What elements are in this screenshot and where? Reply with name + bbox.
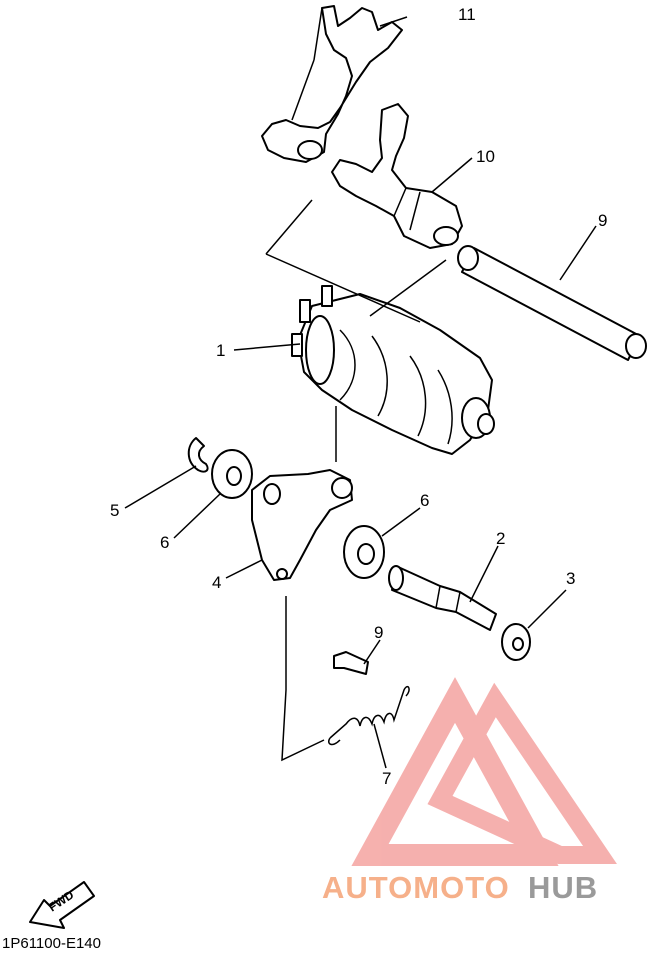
shift-fork-10	[331, 103, 463, 249]
callout-5: 5	[110, 501, 119, 520]
washer-3	[501, 623, 531, 661]
spring-7	[328, 685, 410, 746]
callout-8: 9	[374, 623, 383, 642]
callout-7: 7	[382, 769, 391, 788]
watermark-text-1: AUTOMOTO	[322, 870, 510, 905]
diagram-code: 1P61100-E140	[2, 935, 101, 952]
watermark-logo-icon	[351, 677, 617, 866]
callout-3: 3	[566, 569, 575, 588]
shift-fork-11	[261, 5, 403, 163]
fwd-arrow-icon: FWD	[29, 881, 95, 929]
washer-6-left	[211, 449, 253, 499]
callout-labels: 11 10 9 1 5 6 4 6 2 3 9 7	[110, 5, 607, 788]
circlip-5	[187, 437, 209, 473]
callout-6-left: 6	[160, 533, 169, 552]
callout-2: 2	[496, 529, 505, 548]
callout-6-right: 6	[420, 491, 429, 510]
shift-shaft-9	[457, 245, 647, 361]
callout-11: 11	[458, 5, 476, 24]
watermark-text-2: HUB	[528, 870, 598, 905]
callout-4: 4	[212, 573, 221, 592]
callout-10: 10	[476, 147, 495, 166]
shift-drum-1	[291, 285, 495, 455]
washer-6-right	[343, 525, 385, 579]
callout-1: 1	[216, 341, 225, 360]
bolt-8	[333, 651, 369, 675]
leader-lines	[124, 16, 597, 769]
bolt-2	[388, 565, 497, 631]
callout-9: 9	[598, 211, 607, 230]
segment-plate-4	[251, 469, 353, 581]
